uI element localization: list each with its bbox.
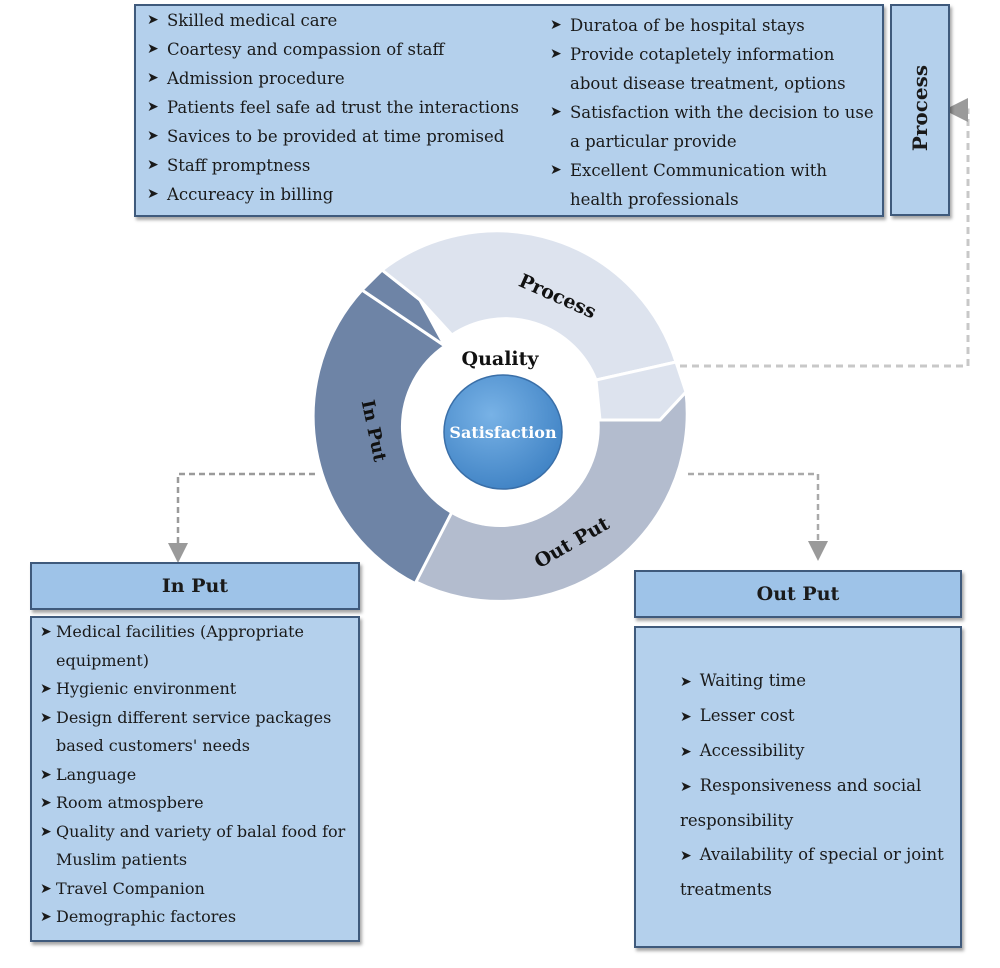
output-item: ➤Responsiveness and social responsibilit…: [680, 769, 950, 838]
process-item-text: Accureacy in billing: [167, 185, 334, 204]
arrowhead-icon: ➤: [550, 162, 562, 178]
output-list: ➤Waiting time➤Lesser cost➤Accessibility➤…: [680, 664, 950, 907]
input-item: ➤Language: [40, 761, 360, 790]
arrowhead-icon: ➤: [40, 766, 52, 783]
arrowhead-icon: ➤: [147, 12, 159, 28]
process-item-text: Provide cotapletely information about di…: [570, 45, 846, 93]
process-item: ➤ Skilled medical care: [145, 6, 525, 35]
output-item: ➤ Accessibility: [680, 734, 950, 769]
input-item: ➤Demographic factores: [40, 903, 360, 932]
output-item: ➤Availability of special or joint treatm…: [680, 838, 950, 907]
process-item: ➤ Savices to be provided at time promised: [145, 122, 525, 151]
arrowhead-icon: ➤: [40, 880, 52, 897]
output-header: Out Put: [634, 570, 962, 618]
process-criteria-box: [134, 4, 884, 217]
process-side-label-box: [890, 4, 950, 216]
output-item-text: Responsiveness and social responsibility: [680, 776, 922, 830]
input-item-text: Travel Companion: [56, 878, 205, 898]
input-item: ➤Quality and variety of balal food for M…: [40, 818, 360, 875]
process-item: ➤ Staff promptness: [145, 151, 525, 180]
arrowhead-icon: ➤: [680, 709, 692, 725]
input-item: ➤Hygienic environment: [40, 675, 360, 704]
output-item: ➤ Lesser cost: [680, 699, 950, 734]
arrowhead-icon: ➤: [40, 681, 52, 697]
input-item-text: Hygienic environment: [56, 679, 237, 698]
output-item: ➤ Waiting time: [680, 664, 950, 699]
arrowhead-icon: ➤: [40, 624, 52, 640]
satisfaction-label: Satisfaction: [449, 423, 557, 442]
arrowhead-icon: ➤: [550, 17, 562, 33]
input-arc-shape: [311, 288, 454, 587]
arrowhead-icon: ➤: [147, 157, 159, 173]
arrowhead-icon: ➤: [147, 41, 159, 57]
input-item-text: Medical facilities (Appropriate equipmen…: [56, 622, 305, 670]
arrowhead-icon: ➤: [550, 46, 562, 62]
process-item: ➤ Excellent Communication with health pro…: [548, 156, 884, 214]
output-item-text: Accessibility: [699, 741, 805, 760]
process-list-right: ➤ Duratoa of be hospital stays ➤ Provide co…: [548, 11, 884, 214]
process-item: ➤ Patients feel safe ad trust the interac…: [145, 93, 525, 122]
arrowhead-icon: ➤: [40, 795, 52, 811]
input-box: [30, 616, 360, 942]
arrowhead-icon: ➤: [550, 104, 562, 120]
arrowhead-icon: ➤: [147, 70, 159, 86]
output-box: [634, 626, 962, 948]
output-item-text: Availability of special or joint treatme…: [680, 845, 944, 899]
process-item: ➤ Satisfaction with the decision to use a…: [548, 98, 884, 156]
input-header: In Put: [30, 562, 360, 610]
input-item: ➤Design different service packages based…: [40, 704, 360, 761]
process-item-text: Skilled medical care: [167, 11, 338, 30]
input-item: ➤Room atmospbere: [40, 789, 360, 818]
input-connector: [168, 472, 315, 563]
process-list-left: ➤ Skilled medical care ➤ Coartesy and compa…: [145, 6, 525, 209]
process-item-text: Staff promptness: [167, 156, 311, 175]
process-item: ➤ Provide cotapletely information about d…: [548, 40, 884, 98]
arrowhead-icon: ➤: [147, 99, 159, 115]
input-list: ➤Medical facilities (Appropriate equipme…: [40, 618, 360, 932]
arrowhead-icon: ➤: [680, 848, 692, 864]
process-item: ➤ Duratoa of be hospital stays: [548, 11, 884, 40]
arrowhead-icon: ➤: [147, 128, 159, 144]
output-item-text: Lesser cost: [699, 706, 795, 725]
process-item: ➤ Coartesy and compassion of staff: [145, 35, 525, 64]
output-connector: [688, 472, 828, 561]
arrowhead-icon: ➤: [40, 909, 52, 925]
process-item-text: Coartesy and compassion of staff: [167, 40, 445, 59]
arrowhead-icon: ➤: [147, 186, 159, 202]
input-item-text: Room atmospbere: [56, 793, 204, 812]
quality-label: Quality: [462, 348, 540, 370]
arrowhead-icon: ➤: [680, 779, 692, 795]
arrowhead-icon: ➤: [40, 823, 52, 840]
satisfaction-circle: [443, 374, 563, 490]
process-item-text: Patients feel safe ad trust the interact…: [167, 98, 520, 117]
process-item: ➤ Accureacy in billing: [145, 180, 525, 209]
process-connector: [668, 98, 970, 368]
arrowhead-icon: ➤: [40, 709, 52, 726]
input-item-text: Design different service packages based …: [56, 707, 332, 756]
input-item-text: Language: [56, 764, 137, 784]
input-item: ➤Medical facilities (Appropriate equipme…: [40, 618, 360, 675]
process-arc-shape: [379, 229, 678, 382]
input-item: ➤Travel Companion: [40, 875, 360, 904]
process-item-text: Savices to be provided at time promised: [167, 127, 505, 146]
process-item: ➤ Admission procedure: [145, 64, 525, 93]
arrowhead-icon: ➤: [680, 674, 692, 690]
input-item-text: Demographic factores: [56, 907, 237, 926]
process-item-text: Admission procedure: [167, 69, 345, 88]
output-item-text: Waiting time: [699, 671, 807, 690]
arrowhead-icon: ➤: [680, 744, 692, 760]
process-item-text: Excellent Communication with health prof…: [570, 161, 828, 209]
process-item-text: Duratoa of be hospital stays: [570, 16, 805, 35]
input-item-text: Quality and variety of balal food for Mu…: [56, 821, 346, 870]
process-item-text: Satisfaction with the decision to use a …: [570, 103, 874, 151]
